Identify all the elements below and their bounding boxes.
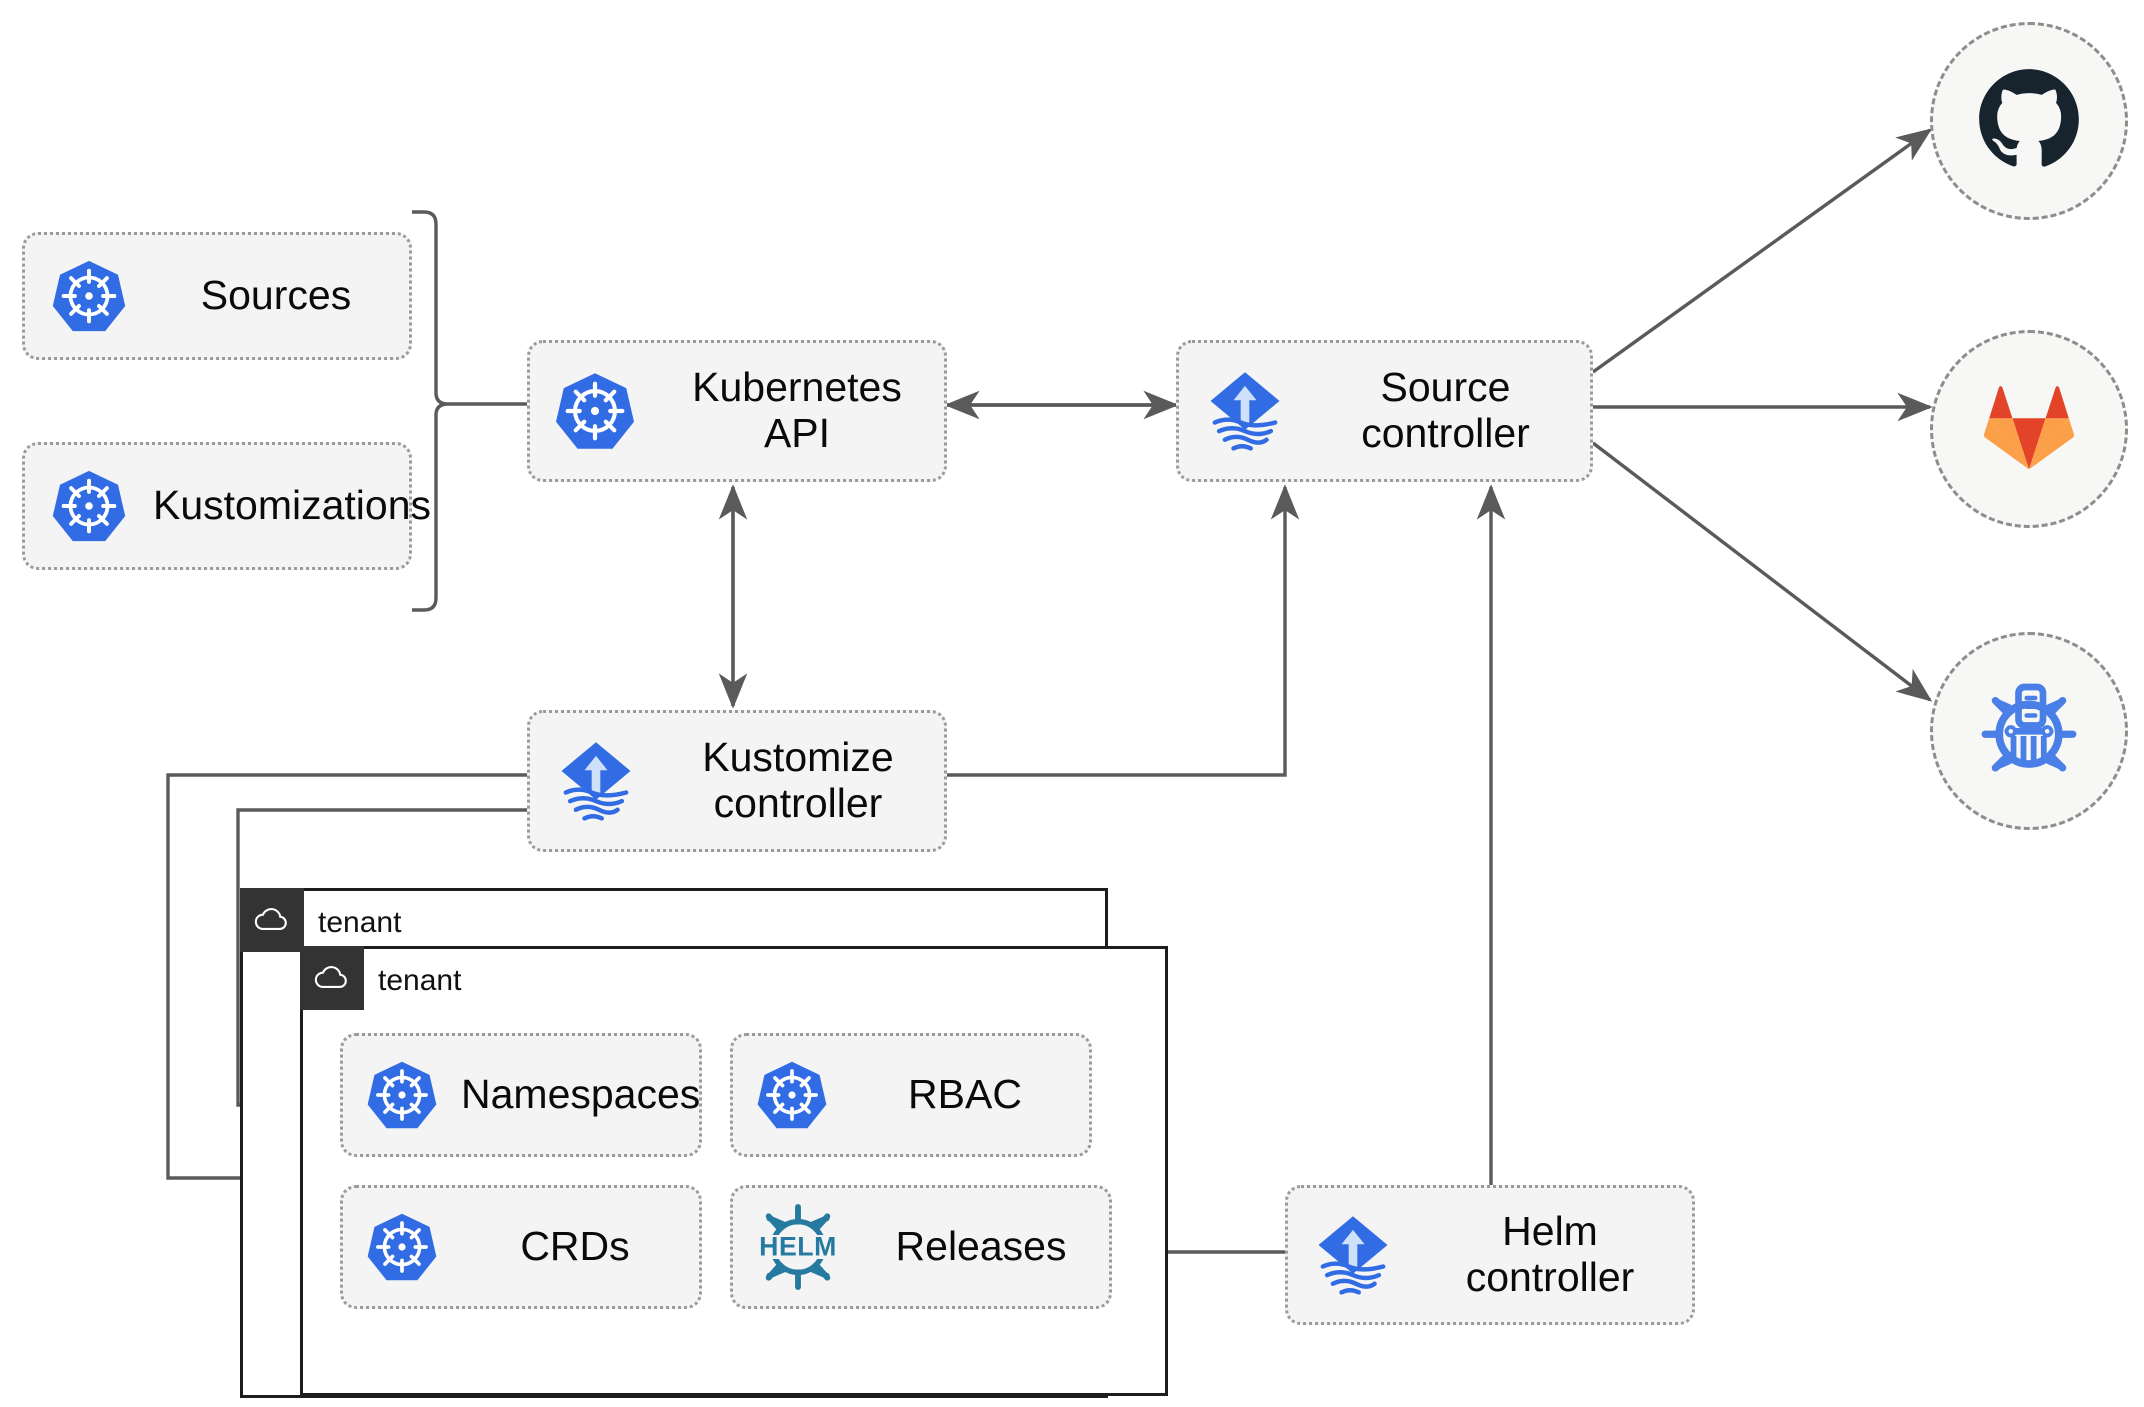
flux-icon [530, 710, 662, 852]
node-label: RBAC [908, 1071, 1022, 1118]
node-releases[interactable]: HELM Releases [730, 1185, 1112, 1309]
node-rbac[interactable]: RBAC [730, 1033, 1092, 1157]
node-kustomizations[interactable]: Kustomizations [22, 442, 431, 570]
provider-helm-charts[interactable] [1930, 632, 2128, 830]
kubernetes-icon [343, 1185, 461, 1309]
node-label: Kustomize controller [702, 734, 894, 826]
provider-github[interactable] [1930, 22, 2128, 220]
node-label: Kubernetes API [692, 364, 902, 456]
node-label: Sources [200, 272, 352, 319]
svg-text:HELM: HELM [759, 1232, 837, 1262]
tenant-title-back: tenant [318, 906, 402, 939]
cloud-icon [313, 962, 351, 995]
node-source-controller[interactable]: Source controller [1176, 340, 1593, 482]
kubernetes-icon [343, 1033, 461, 1157]
github-icon [1977, 67, 2081, 176]
wire-source-to-github [1592, 128, 1933, 374]
tenant-title-front: tenant [378, 964, 462, 997]
wire-sources-brace [412, 210, 449, 612]
flux-icon [1288, 1185, 1418, 1325]
kubernetes-icon [733, 1033, 851, 1157]
wire-kustomize-to-source [947, 484, 1300, 777]
node-kustomize-controller[interactable]: Kustomize controller [527, 710, 947, 852]
provider-gitlab[interactable] [1930, 330, 2128, 528]
node-namespaces[interactable]: Namespaces [340, 1033, 702, 1157]
kubernetes-icon [25, 442, 153, 570]
kubernetes-icon [530, 340, 660, 482]
node-label: CRDs [520, 1223, 630, 1270]
tenant-tab-back[interactable] [240, 888, 304, 952]
node-sources[interactable]: Sources [22, 232, 412, 360]
flux-icon [1179, 340, 1311, 482]
node-label: Releases [895, 1223, 1067, 1270]
node-label: Kustomizations [153, 482, 432, 529]
cloud-icon [253, 904, 291, 937]
node-label: Source controller [1361, 364, 1530, 456]
helm-icon: HELM [733, 1185, 863, 1309]
helm-registry-icon [1973, 673, 2085, 790]
gitlab-icon [1977, 375, 2081, 484]
node-label: Namespaces [461, 1071, 701, 1118]
tenant-tab-front[interactable] [300, 946, 364, 1010]
node-label: Helm controller [1465, 1208, 1635, 1300]
wire-source-to-helm-charts [1591, 441, 1933, 702]
kubernetes-icon [25, 232, 153, 360]
tenant-panel-front[interactable] [300, 946, 1168, 1396]
node-kubernetes-api[interactable]: Kubernetes API [527, 340, 947, 482]
node-crds[interactable]: CRDs [340, 1185, 702, 1309]
node-helm-controller[interactable]: Helm controller [1285, 1185, 1695, 1325]
